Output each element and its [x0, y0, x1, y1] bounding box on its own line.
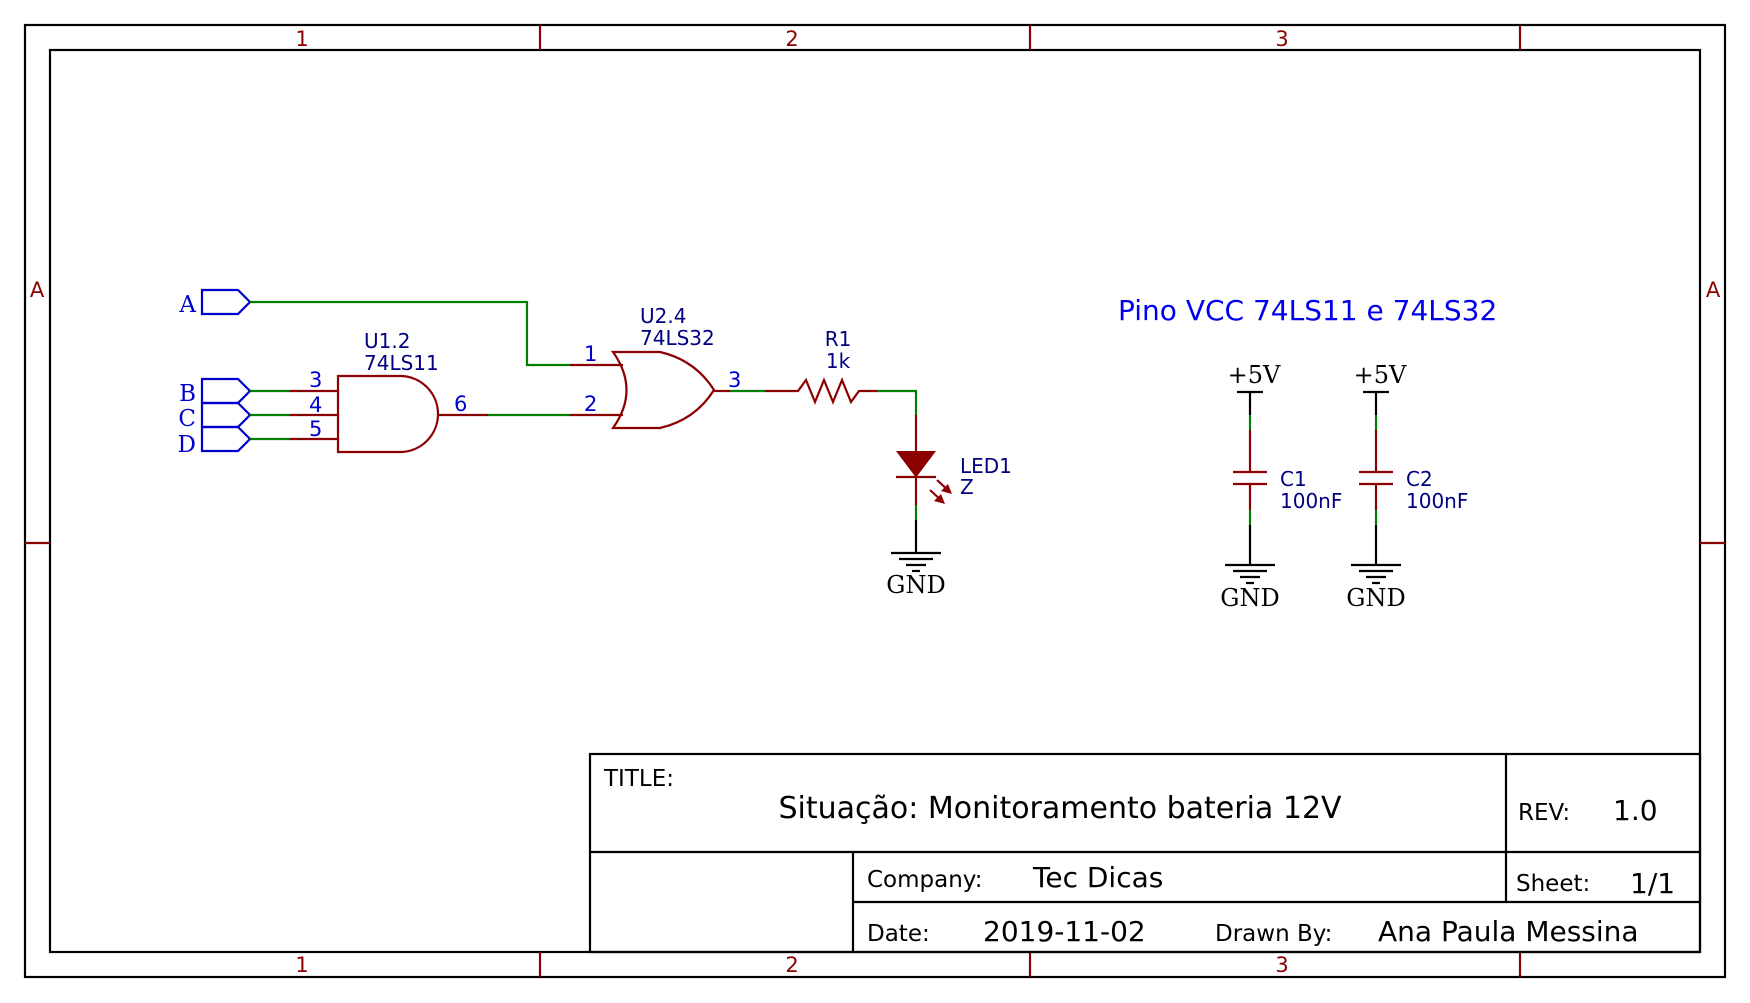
zone-label-top-2: 2	[785, 27, 798, 51]
zone-label-bottom-1: 1	[295, 953, 308, 977]
drawn-by-value: Ana Paula Messina	[1378, 915, 1639, 948]
led-1[interactable]: LED1 Z	[896, 415, 1012, 505]
vcc-note: Pino VCC 74LS11 e 74LS32	[1118, 294, 1497, 327]
c1-ref: C1	[1280, 467, 1307, 491]
port-a-label: A	[178, 292, 196, 318]
and-pin-in3: 5	[309, 417, 322, 441]
led-value: Z	[960, 475, 974, 499]
sheet-title: Situação: Monitoramento bateria 12V	[778, 791, 1342, 826]
and-pin-in2: 4	[309, 393, 322, 417]
or-pin-out: 3	[728, 368, 741, 392]
zone-label-top-3: 3	[1275, 27, 1288, 51]
c1-power-label: +5V	[1228, 361, 1281, 389]
and-gate-part: 74LS11	[364, 351, 439, 375]
led-ref: LED1	[960, 454, 1012, 478]
and-pin-in1: 3	[309, 368, 322, 392]
zone-label-bottom-3: 3	[1275, 953, 1288, 977]
rev-value: 1.0	[1613, 794, 1658, 827]
ground-symbol-led: GND	[886, 520, 946, 599]
and-pin-out: 6	[454, 392, 467, 416]
rev-label: REV:	[1518, 800, 1570, 826]
c1-value: 100nF	[1280, 489, 1342, 513]
date-value: 2019-11-02	[983, 915, 1146, 948]
company-value: Tec Dicas	[1032, 861, 1163, 894]
capacitor-c2[interactable]: +5V C2 100nF GND	[1346, 361, 1468, 612]
and-gate-ref: U1.2	[364, 329, 410, 353]
zone-label-bottom-2: 2	[785, 953, 798, 977]
resistor-ref: R1	[825, 327, 852, 351]
port-c-label: C	[178, 406, 196, 432]
c2-ground-label: GND	[1346, 584, 1405, 612]
port-b[interactable]: B	[179, 377, 252, 407]
or-pin-in2: 2	[584, 392, 597, 416]
capacitor-c1[interactable]: +5V C1 100nF GND	[1220, 361, 1342, 612]
title-block: TITLE: Situação: Monitoramento bateria 1…	[588, 752, 1702, 954]
sheet-border: 1 2 3 1 2 3 A A	[23, 23, 1727, 979]
and-gate-u1[interactable]: U1.2 74LS11 3 4 5 6	[290, 329, 488, 454]
or-pin-in1: 1	[584, 342, 597, 366]
sheet-value: 1/1	[1630, 867, 1675, 900]
port-b-label: B	[179, 381, 196, 407]
or-gate-u2[interactable]: U2.4 74LS32 1 2 3	[570, 304, 741, 430]
or-gate-ref: U2.4	[640, 304, 686, 328]
drawn-by-label: Drawn By:	[1215, 921, 1332, 947]
c2-ref: C2	[1406, 467, 1433, 491]
title-label: TITLE:	[603, 766, 674, 792]
resistor-value: 1k	[826, 349, 851, 373]
c2-power-label: +5V	[1354, 361, 1407, 389]
port-a[interactable]: A	[178, 288, 252, 318]
resistor-r1[interactable]: R1 1k	[765, 327, 877, 405]
zone-label-left-a: A	[30, 278, 45, 302]
c1-ground-label: GND	[1220, 584, 1279, 612]
wires	[250, 300, 1378, 525]
c2-value: 100nF	[1406, 489, 1468, 513]
date-label: Date:	[867, 921, 930, 947]
company-label: Company:	[867, 867, 983, 893]
zone-label-right-a: A	[1706, 278, 1721, 302]
sheet-label: Sheet:	[1516, 871, 1590, 897]
port-c[interactable]: C	[178, 401, 252, 432]
port-d[interactable]: D	[178, 425, 252, 458]
or-gate-part: 74LS32	[640, 326, 715, 350]
ground-label-led: GND	[886, 571, 945, 599]
port-d-label: D	[178, 432, 196, 458]
zone-label-top-1: 1	[295, 27, 308, 51]
